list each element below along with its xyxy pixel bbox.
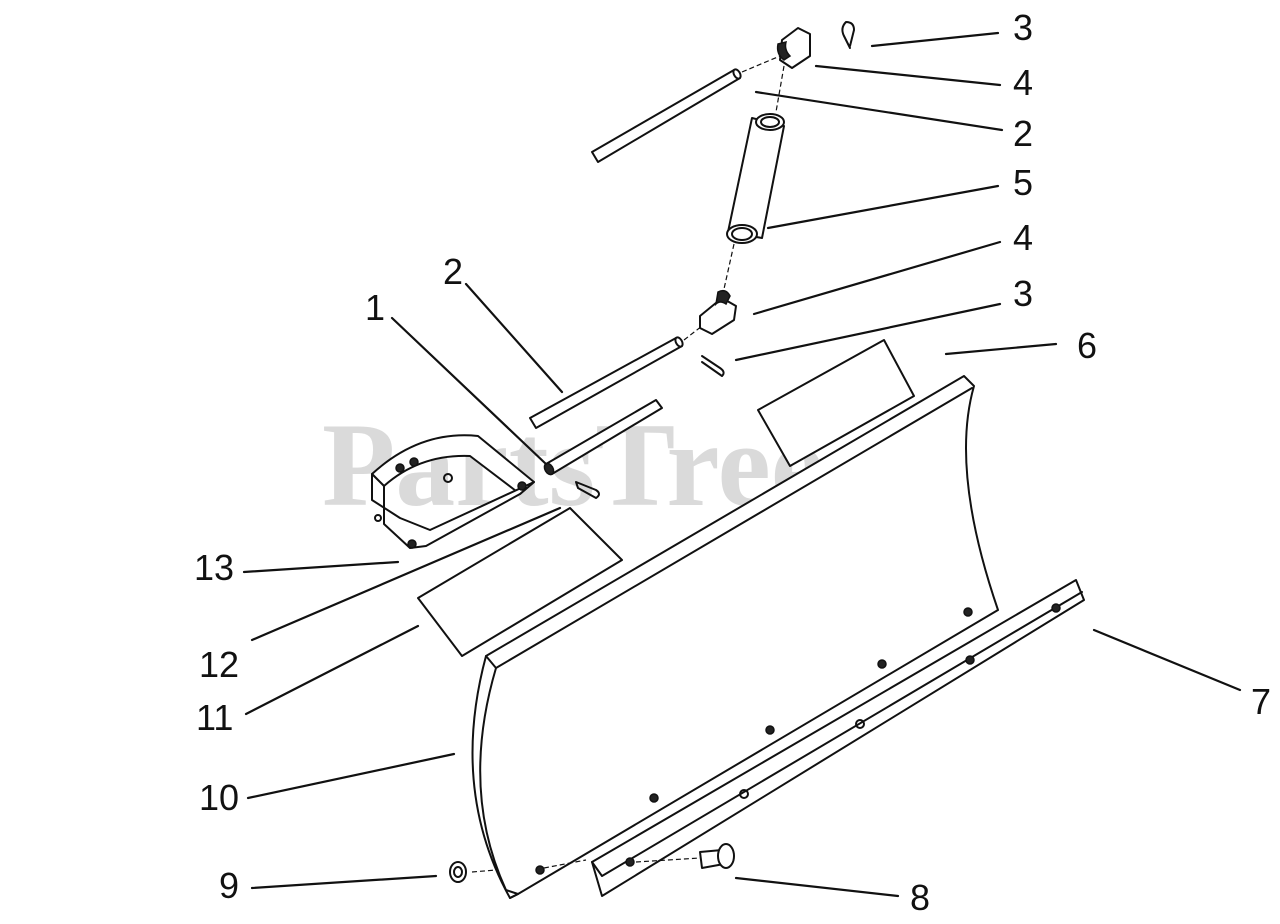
callout-4-top: 4 <box>1013 62 1033 103</box>
mounting-bracket <box>371 434 535 549</box>
clevis-lower <box>699 289 737 335</box>
hex-nut <box>449 859 587 883</box>
carriage-bolt <box>635 843 735 869</box>
leader-2-lower <box>464 282 564 394</box>
leader-2-top <box>754 90 1004 132</box>
callout-5: 5 <box>1013 162 1033 203</box>
wear-bar <box>591 579 1085 897</box>
cotter-pin-lower <box>701 355 725 377</box>
callout-10: 10 <box>199 777 239 818</box>
callout-9: 9 <box>219 865 239 906</box>
callout-8: 8 <box>910 877 930 918</box>
leader-9 <box>250 874 438 890</box>
callout-3-top: 3 <box>1013 7 1033 48</box>
leader-11 <box>244 624 420 716</box>
leader-4-lower <box>752 240 1002 316</box>
plow-blade <box>471 375 999 899</box>
decal-top <box>757 339 915 467</box>
leader-5 <box>766 184 1000 230</box>
rod-lower <box>529 325 703 429</box>
callout-4-lower: 4 <box>1013 217 1033 258</box>
decal-large <box>417 507 623 657</box>
callout-7: 7 <box>1251 681 1271 722</box>
clevis-top <box>776 27 811 69</box>
leader-3-lower <box>734 302 1002 362</box>
leader-13 <box>242 560 400 574</box>
leader-6 <box>944 342 1058 356</box>
callout-6: 6 <box>1077 325 1097 366</box>
leader-10 <box>246 752 456 800</box>
callout-11: 11 <box>196 697 233 738</box>
callout-2-top: 2 <box>1013 113 1033 154</box>
callout-12: 12 <box>199 644 239 685</box>
leader-12 <box>250 506 562 642</box>
callout-3-lower: 3 <box>1013 273 1033 314</box>
callout-labels: 3 4 2 5 4 3 6 2 1 13 12 11 10 7 9 8 <box>194 7 1271 918</box>
callout-1: 1 <box>365 287 385 328</box>
callout-2-lower: 2 <box>443 251 463 292</box>
leader-4-top <box>814 64 1002 87</box>
leader-lines <box>242 31 1242 898</box>
spring-tube <box>721 65 785 299</box>
leader-7 <box>1092 628 1242 692</box>
pin-rod <box>543 399 663 476</box>
leader-3-top <box>870 31 1000 48</box>
rod-top <box>591 55 781 163</box>
cotter-pin-top <box>841 21 855 49</box>
leader-8 <box>734 876 900 898</box>
leader-1 <box>390 316 548 466</box>
callout-13: 13 <box>194 547 234 588</box>
cotter-pin-small <box>575 481 600 499</box>
